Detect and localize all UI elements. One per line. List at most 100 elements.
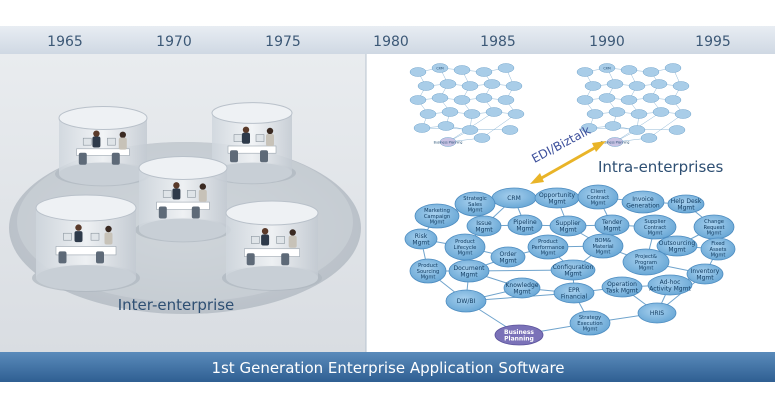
mini-node [668,125,686,135]
network-nodes: CRMStrategicSalesMgmtMarketingCampaignMg… [404,184,736,346]
node-bubble [569,310,611,336]
mini-node [431,93,449,103]
node-bubble [549,215,587,237]
mini-node [485,107,503,117]
node-label: Mgmt [559,226,577,233]
node-label: Issue [476,220,492,227]
mini-node [598,93,616,103]
mini-node [437,121,455,131]
node-dw-bi: DW/BI [445,289,487,313]
mini-node [620,65,638,75]
node-bubble [527,234,569,260]
year-label: 1975 [265,34,301,50]
mini-node [576,95,594,105]
node-label: Financial [561,293,588,300]
edi-label: EDI/Biztalk [529,123,593,166]
edi-arrow [530,141,606,184]
node-bubble [686,263,724,285]
mini-node [608,107,626,117]
office-pod [32,194,140,292]
mini-node [674,109,692,119]
node-label: Mgmt [639,266,654,272]
mini-node [576,67,594,77]
mini-node [431,63,449,73]
node-label: Client [590,189,605,195]
intra-map-left: CRM Business Planning [409,63,525,147]
node-label: Mgmt [707,231,722,237]
mini-node-label: Business Planning [601,140,630,144]
node-label: Mgmt [548,198,566,205]
mini-node [461,125,479,135]
node-label: Assets [710,247,727,253]
node-bubble [582,233,624,259]
node-bubble [404,228,438,250]
node-label: Ad-hoc [660,279,681,286]
mini-node [630,109,648,119]
node-label: Mgmt [677,204,695,211]
node-label: Mgmt [421,275,436,281]
node-bubble [409,258,447,284]
node-label: Material [592,244,613,250]
node-label: Mgmt [460,271,478,278]
mini-node [409,95,427,105]
mini-node-label: CRM [436,66,443,70]
node-label: Order [499,251,517,258]
year-label: 1970 [156,34,192,50]
node-label: Invoice [632,196,654,203]
mini-node [580,123,598,133]
node-label: Business [504,329,534,336]
node-label: Product [418,263,438,269]
mini-node [642,67,660,77]
node-label: Mgmt [516,225,534,232]
node-label: Knowledge [506,282,539,289]
mini-node [664,95,682,105]
mini-node [483,79,501,89]
mini-node [453,95,471,105]
node-label: Campaign [424,214,450,220]
mini-node [584,81,602,91]
node-label: Help Desk [671,198,702,205]
node-label: Product [455,239,475,245]
node-label: Project& [635,254,657,260]
node-bubble [466,215,502,237]
node-label: Generation [626,202,660,209]
mini-node-label: Business Planning [434,140,463,144]
node-label: Mgmt [412,239,430,246]
office-pod [135,156,231,243]
node-label: Contract [587,195,609,201]
node-bubble [550,259,596,281]
mini-node [664,63,682,73]
node-label: Configuration [553,264,594,271]
node-label: BOM& [595,238,611,244]
mini-node [606,137,624,147]
node-bubble [637,302,677,324]
node-bubble [667,194,705,214]
node-label: Program [635,260,657,266]
node-label: Operation [607,281,637,288]
mini-node [409,67,427,77]
node-label: Mgmt [591,201,606,207]
mini-node [642,93,660,103]
mini-node [453,65,471,75]
node-label: Lifecycle [454,245,477,251]
mini-node [672,81,690,91]
mini-node [413,123,431,133]
mini-node [652,107,670,117]
node-label: Strategic [463,196,487,202]
